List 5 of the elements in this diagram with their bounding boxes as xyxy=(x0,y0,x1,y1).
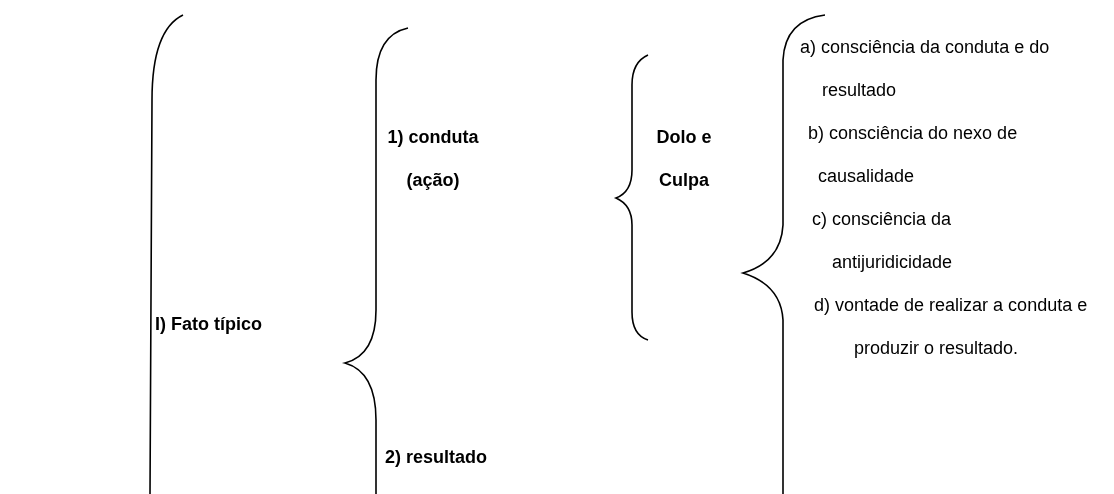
heading-text: I) Fato típico xyxy=(155,313,263,336)
subheading-text: Dolo e Culpa xyxy=(655,126,713,192)
subheading-text: 1) conduta (ação) xyxy=(386,126,480,192)
list-item: d) vontade de realizar a conduta e produzir o resultado. xyxy=(814,294,1089,360)
subheading-text: 2) resultado xyxy=(385,446,489,469)
